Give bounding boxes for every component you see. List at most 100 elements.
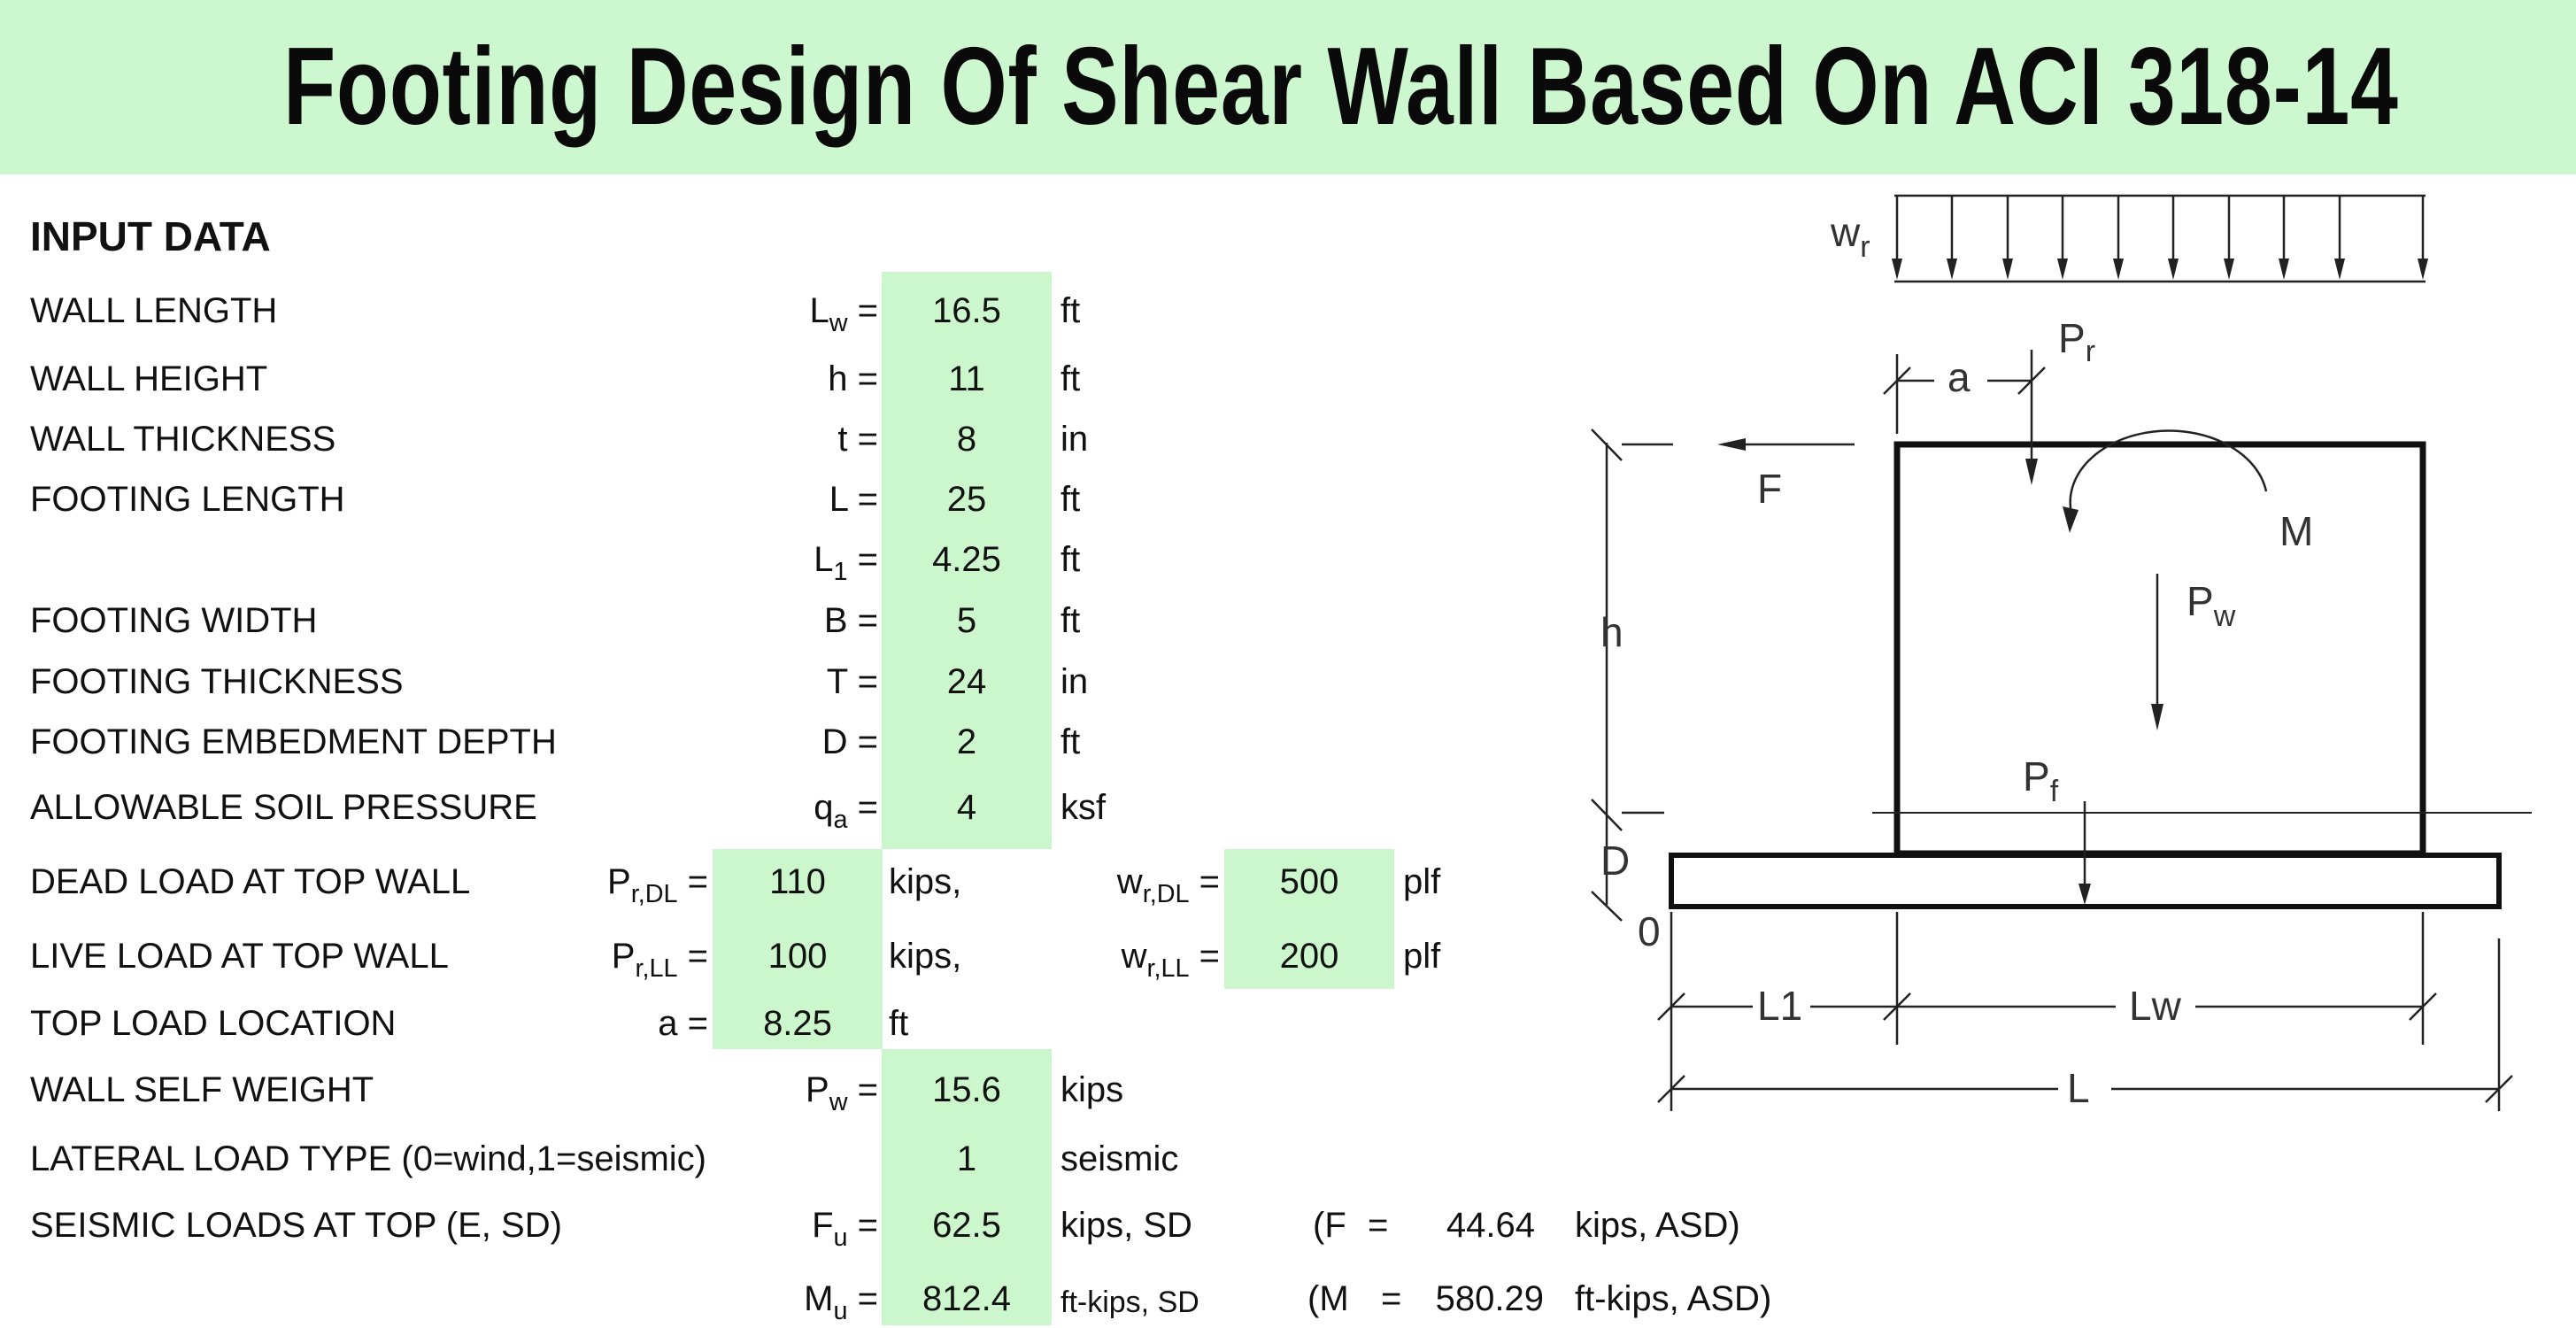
unit-lateral-type: seismic xyxy=(1060,1139,1179,1178)
symbol-pr-dl: Pr,DL = xyxy=(607,862,708,909)
label-l: L xyxy=(2067,1065,2090,1111)
row-label-footing-length: FOOTING LENGTH xyxy=(30,480,345,519)
symbol-t: t = xyxy=(837,420,878,459)
value-wall-length[interactable]: 16.5 xyxy=(932,291,1001,330)
value-footing-length[interactable]: 25 xyxy=(946,480,987,519)
h-tick-top xyxy=(1591,429,1623,461)
label-a: a xyxy=(1947,354,1971,400)
row-label-self-weight: WALL SELF WEIGHT xyxy=(30,1070,374,1109)
symbol-wr-ll: wr,LL = xyxy=(1121,937,1220,984)
value-self-weight[interactable]: 15.6 xyxy=(932,1070,1001,1109)
unit-wall-height: ft xyxy=(1060,359,1081,398)
row-label-live-load: LIVE LOAD AT TOP WALL xyxy=(30,937,449,976)
asd-m-unit: ft-kips, ASD) xyxy=(1575,1279,1772,1318)
l-tick-right xyxy=(2485,1075,2513,1103)
unit-footing-width: ft xyxy=(1060,601,1081,640)
symbol-t-footing: T = xyxy=(826,662,878,701)
value-footing-width[interactable]: 5 xyxy=(956,601,977,640)
unit-wr-dl: plf xyxy=(1403,862,1441,901)
label-pr: Pr xyxy=(2058,315,2095,368)
symbol-l: L = xyxy=(829,480,878,519)
row-label-wall-height: WALL HEIGHT xyxy=(30,359,268,398)
label-pw: Pw xyxy=(2187,578,2236,633)
value-embedment-depth[interactable]: 2 xyxy=(956,722,977,761)
unit-l1: ft xyxy=(1060,540,1081,579)
input-column-highlight xyxy=(882,272,1052,849)
wall-outline xyxy=(1893,441,2426,857)
value-top-load-location[interactable]: 8.25 xyxy=(763,1004,832,1043)
row-label-embedment-depth: FOOTING EMBEDMENT DEPTH xyxy=(30,722,557,761)
d-tick-bottom xyxy=(1591,891,1623,922)
value-wall-thickness[interactable]: 8 xyxy=(956,420,977,459)
unit-self-weight: kips xyxy=(1060,1070,1124,1109)
title-banner xyxy=(0,0,2576,174)
label-h: h xyxy=(1600,609,1623,655)
asd-f-unit: kips, ASD) xyxy=(1575,1206,1740,1245)
unit-footing-thickness: in xyxy=(1060,662,1089,701)
label-zero: 0 xyxy=(1638,908,1661,954)
wr-arrows xyxy=(1895,196,2425,271)
symbol-d: D = xyxy=(821,722,878,761)
row-label-wall-thickness: WALL THICKNESS xyxy=(30,420,336,459)
label-l1: L1 xyxy=(1757,983,1802,1029)
symbol-h: h = xyxy=(828,359,878,398)
unit-wr-ll: plf xyxy=(1403,937,1441,976)
symbol-b: B = xyxy=(823,601,878,640)
input-sheet: INPUT DATA WALL LENGTH Lw = 16.5 ft WALL… xyxy=(0,174,2576,1328)
row-label-top-load-location: TOP LOAD LOCATION xyxy=(30,1004,397,1043)
value-wr-ll[interactable]: 200 xyxy=(1279,937,1339,976)
symbol-mu: Mu = xyxy=(804,1279,878,1326)
symbol-fu: Fu = xyxy=(812,1206,878,1253)
symbol-a: a = xyxy=(658,1004,708,1043)
label-lw: Lw xyxy=(2129,983,2182,1029)
value-fu[interactable]: 62.5 xyxy=(932,1206,1001,1245)
value-l1[interactable]: 4.25 xyxy=(932,540,1001,579)
asd-f-open: (F xyxy=(1313,1206,1346,1245)
unit-wall-thickness: in xyxy=(1060,420,1089,459)
row-label-wall-length: WALL LENGTH xyxy=(30,291,278,330)
row-label-dead-load: DEAD LOAD AT TOP WALL xyxy=(30,862,471,901)
label-d: D xyxy=(1600,838,1630,884)
unit-wall-length: ft xyxy=(1060,291,1081,330)
section-header: INPUT DATA xyxy=(30,213,271,259)
value-lateral-type[interactable]: 1 xyxy=(956,1139,977,1178)
pw-arrowhead xyxy=(2151,704,2163,730)
label-m: M xyxy=(2279,508,2313,554)
row-label-soil-pressure: ALLOWABLE SOIL PRESSURE xyxy=(30,788,537,827)
moment-arrowhead xyxy=(2063,506,2079,533)
row-label-lateral-type: LATERAL LOAD TYPE (0=wind,1=seismic) xyxy=(30,1139,706,1178)
value-soil-pressure[interactable]: 4 xyxy=(956,788,977,827)
unit-embedment-depth: ft xyxy=(1060,722,1081,761)
asd-f-value: 44.64 xyxy=(1446,1206,1535,1245)
dead-live-top-highlight xyxy=(713,849,883,1049)
l-tick-left xyxy=(1657,1075,1685,1103)
unit-mu: ft-kips, SD xyxy=(1060,1286,1199,1319)
row-label-footing-thickness: FOOTING THICKNESS xyxy=(30,662,404,701)
symbol-l1: L1 = xyxy=(814,540,878,587)
value-wr-dl[interactable]: 500 xyxy=(1279,862,1339,901)
unit-pr-dl: kips, xyxy=(889,862,962,901)
l1-tick-left xyxy=(1657,992,1685,1021)
row-label-seismic-loads: SEISMIC LOADS AT TOP (E, SD) xyxy=(30,1206,562,1245)
f-arrowhead xyxy=(1717,438,1746,451)
value-wall-height[interactable]: 11 xyxy=(948,359,985,398)
value-footing-thickness[interactable]: 24 xyxy=(946,662,987,701)
asd-m-open: (M xyxy=(1307,1279,1349,1318)
asd-f-eq: = xyxy=(1368,1206,1389,1245)
value-pr-dl[interactable]: 110 xyxy=(769,862,826,901)
wr-load-highlight xyxy=(1224,849,1394,989)
value-pr-ll[interactable]: 100 xyxy=(767,937,828,976)
symbol-qa: qa = xyxy=(814,788,878,835)
symbol-pr-ll: Pr,LL = xyxy=(611,937,708,984)
symbol-pw: Pw = xyxy=(806,1070,878,1117)
pf-arrowhead xyxy=(2079,884,2091,905)
unit-footing-length: ft xyxy=(1060,480,1081,519)
moment-arc xyxy=(2069,429,2268,514)
lw-tick-right xyxy=(2409,992,2437,1021)
page-title: Footing Design Of Shear Wall Based On AC… xyxy=(283,26,2399,148)
unit-soil-pressure: ksf xyxy=(1060,788,1107,827)
label-pf: Pf xyxy=(2023,753,2059,808)
self-weight-column-highlight xyxy=(882,1049,1052,1325)
symbol-lw: Lw = xyxy=(809,291,878,338)
value-mu[interactable]: 812.4 xyxy=(922,1279,1012,1318)
